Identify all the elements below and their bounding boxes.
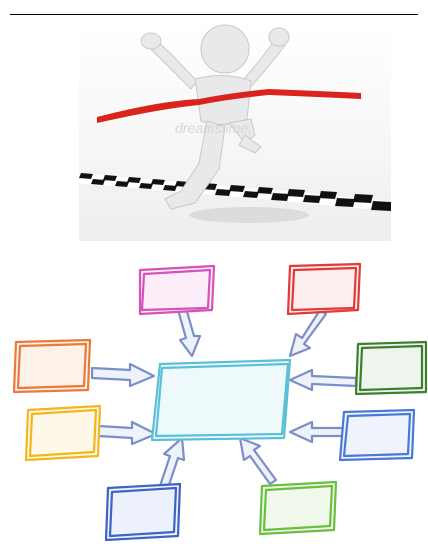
hub-diagram bbox=[0, 252, 428, 544]
checkered-finish-line bbox=[79, 173, 391, 211]
box-top-right bbox=[288, 264, 360, 314]
box-bottom-left bbox=[106, 484, 180, 540]
box-low-right bbox=[340, 410, 414, 460]
box-mid-right bbox=[356, 342, 426, 394]
box-low-left bbox=[26, 406, 100, 460]
watermark-text: dreamstime. bbox=[175, 120, 252, 136]
box-top-left bbox=[140, 266, 214, 314]
center-box bbox=[152, 360, 290, 440]
box-bottom-right bbox=[260, 482, 336, 534]
finish-line-photo: dreamstime. bbox=[79, 23, 391, 241]
top-divider bbox=[10, 14, 418, 15]
box-mid-left bbox=[14, 340, 90, 392]
